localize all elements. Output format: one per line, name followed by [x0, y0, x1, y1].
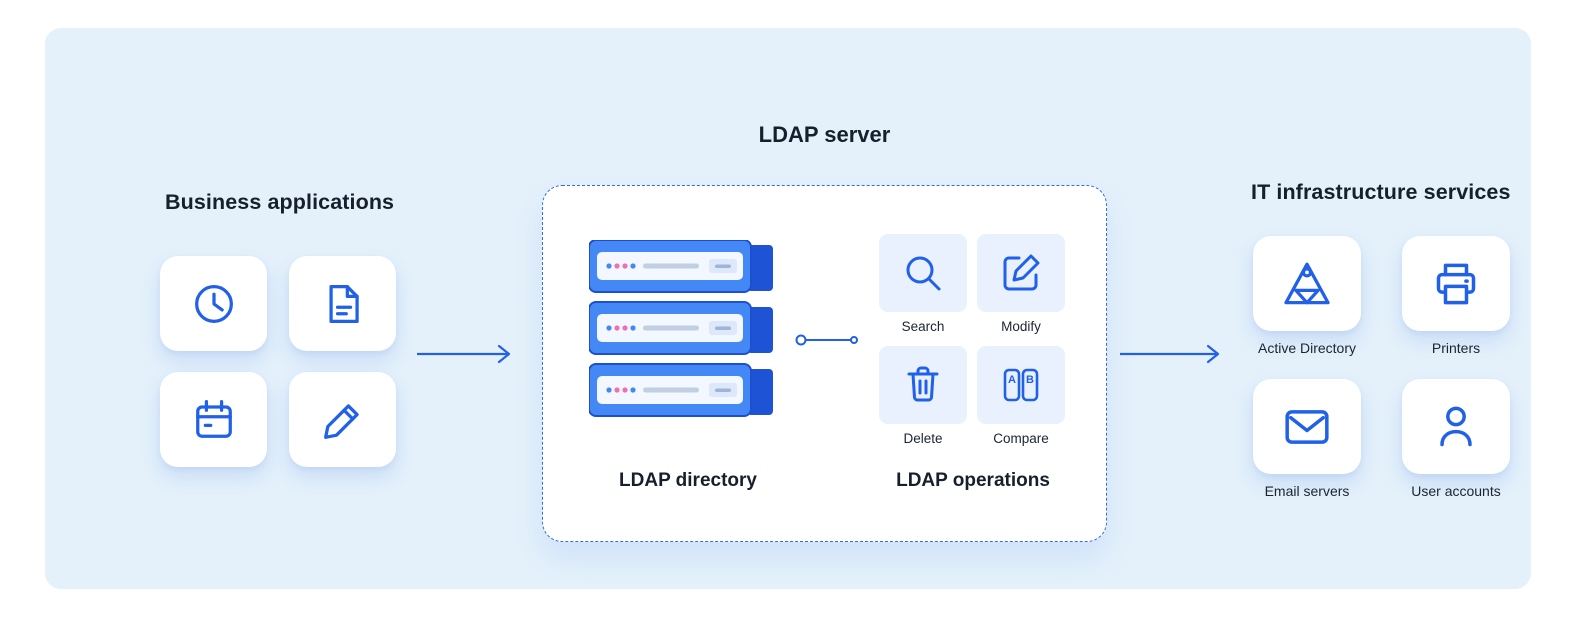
operation-compare-label: Compare	[993, 431, 1049, 446]
server-stack-illustration	[589, 240, 773, 417]
app-card-document	[289, 256, 396, 351]
arrow-server-to-services	[1120, 344, 1220, 364]
service-user-accounts-label: User accounts	[1411, 483, 1501, 499]
service-printers-label: Printers	[1431, 340, 1481, 356]
clock-icon	[188, 278, 240, 330]
pencil-icon	[317, 394, 369, 446]
it-infrastructure-grid: Active Directory Printers Email servers …	[1253, 236, 1510, 499]
service-active-directory: Active Directory	[1253, 236, 1361, 356]
email-icon	[1279, 399, 1335, 455]
operation-modify-tile	[977, 234, 1065, 312]
service-active-directory-label: Active Directory	[1257, 340, 1357, 356]
it-infrastructure-title: IT infrastructure services	[1251, 180, 1511, 204]
active-directory-icon	[1279, 256, 1335, 312]
service-user-accounts: User accounts	[1402, 379, 1510, 499]
diagram-panel: Business applications LDAP server	[45, 28, 1531, 589]
delete-icon	[899, 361, 947, 409]
user-icon	[1428, 399, 1484, 455]
ldap-directory-label: LDAP directory	[619, 470, 757, 491]
service-printers: Printers	[1402, 236, 1510, 356]
app-card-calendar	[160, 372, 267, 467]
connector-line	[795, 334, 858, 346]
service-active-directory-card	[1253, 236, 1361, 331]
ldap-server-title: LDAP server	[758, 122, 891, 147]
operation-modify: Modify	[977, 234, 1065, 334]
search-icon	[899, 249, 947, 297]
service-email-servers-label: Email servers	[1264, 483, 1350, 499]
svg-text:A: A	[1008, 374, 1016, 386]
service-email-servers: Email servers	[1253, 379, 1361, 499]
operation-search-label: Search	[901, 319, 945, 334]
arrow-apps-to-server	[417, 344, 511, 364]
printer-icon	[1428, 256, 1484, 312]
operation-search: Search	[879, 234, 967, 334]
operation-search-tile	[879, 234, 967, 312]
business-applications-title: Business applications	[165, 190, 395, 214]
operation-delete-label: Delete	[903, 431, 943, 446]
service-printers-card	[1402, 236, 1510, 331]
ldap-server-box: LDAP directory Search Modify	[542, 185, 1107, 542]
app-card-clock	[160, 256, 267, 351]
modify-icon	[997, 249, 1045, 297]
service-email-servers-card	[1253, 379, 1361, 474]
operation-modify-label: Modify	[1001, 319, 1041, 334]
operation-delete: Delete	[879, 346, 967, 446]
document-icon	[317, 278, 369, 330]
business-applications-grid	[160, 256, 396, 467]
operation-delete-tile	[879, 346, 967, 424]
service-user-accounts-card	[1402, 379, 1510, 474]
svg-text:B: B	[1026, 374, 1034, 386]
app-card-pencil	[289, 372, 396, 467]
calendar-icon	[188, 394, 240, 446]
ldap-operations-label: LDAP operations	[896, 470, 1050, 491]
